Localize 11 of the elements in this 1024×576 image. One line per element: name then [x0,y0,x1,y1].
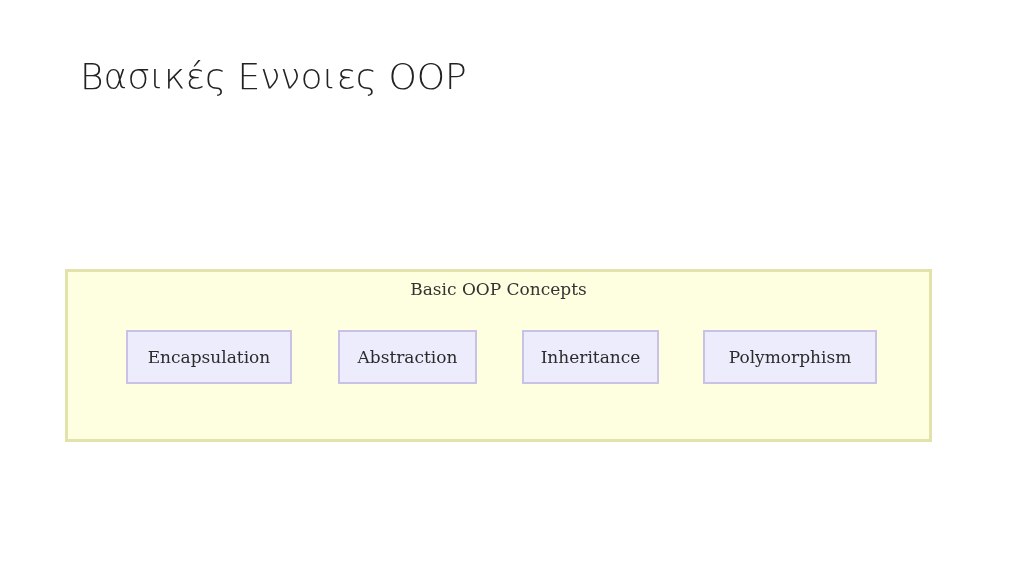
concept-box [703,330,877,384]
concept-box [338,330,477,384]
group-container [65,269,932,442]
group-heading: Basic OOP Concepts [410,279,587,299]
concept-label: Inheritance [540,347,641,367]
concept-box [126,330,292,384]
concept-box [522,330,659,384]
slide-title: Βασικές Εννοιες OOP [80,56,467,97]
concept-label: Polymorphism [728,347,852,367]
concept-label: Encapsulation [147,347,271,367]
concept-label: Abstraction [357,347,458,367]
